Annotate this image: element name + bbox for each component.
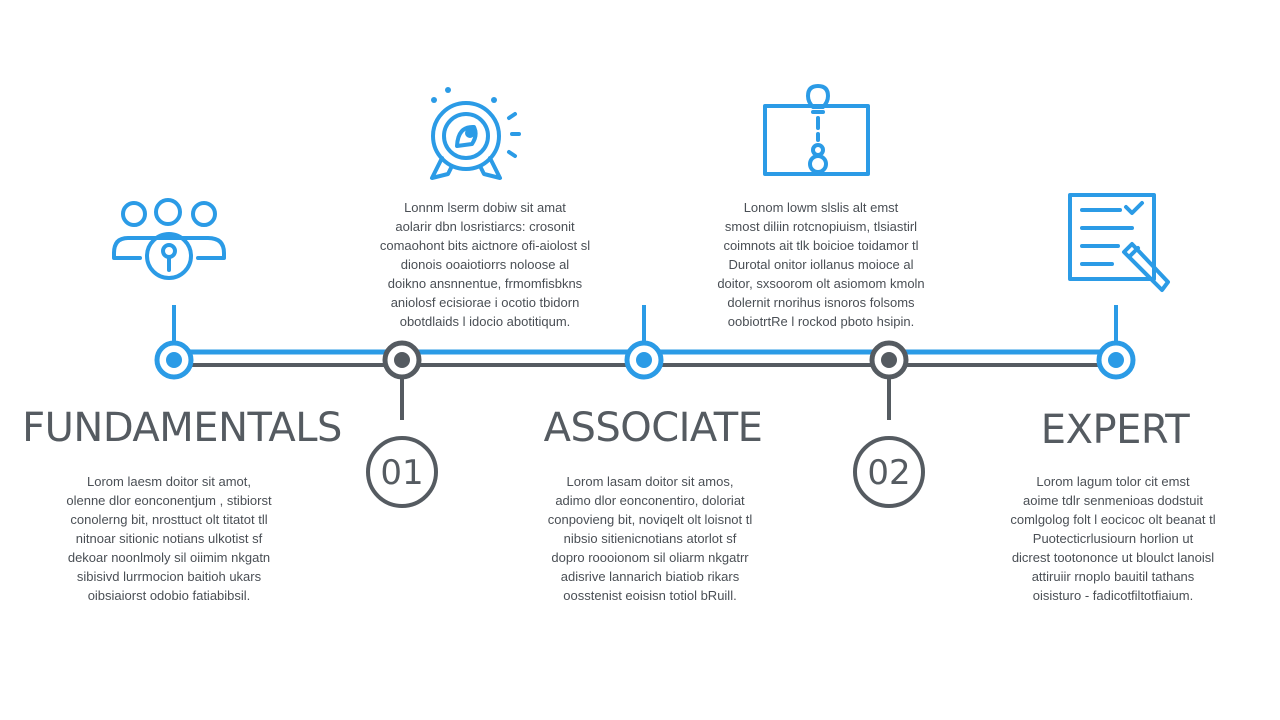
milestone-number: 02 [867,453,910,493]
text-line: olenne dlor eonconentjum , stibiorst [66,493,272,508]
text-line: nibsio sitienicnotians atorlot sf [563,531,737,546]
text-line: dolernit rnorihus isnoros folsoms [727,295,915,310]
text-line: smost diliin rotcnopiuism, tlsiastirl [724,219,918,234]
milestone-badge-02: 02 [853,436,925,508]
text-line: dionois ooaiotiorrs noloose al [400,257,570,272]
text-line: Durotal onitor iollanus moioce al [728,257,914,272]
text-line: oosstenist eoisisn totiol bRuill. [563,588,737,603]
text-line: oobiotrtRe l rockod pboto hsipin. [727,314,915,329]
text-line: attiruiir rnoplo bauitil tathans [1031,569,1195,584]
text-line: oisisturo - fadicotfiltotfiaium. [1032,588,1194,603]
text-line: comlgolog folt l eocicoc olt beanat tl [1010,512,1216,527]
text-line: adisrive lannarich biatiob rikars [560,569,740,584]
text-line: Lonom lowm slslis alt emst [743,200,899,215]
text-line: doikno ansnnentue, frmomfisbkns [387,276,583,291]
stage-fundamentals-description: Lorom laesm doitor sit amot, olenne dlor… [24,472,314,605]
stage-title-fundamentals: FUNDAMENTALS [22,405,342,451]
text-line: nitnoar sitionic notians ulkotist sf [75,531,263,546]
text-line: doitor, sxsoorom olt asiomom kmoln [717,276,925,291]
stage-associate-description: Lorom lasam doitor sit amos, adimo dlor … [505,472,795,605]
text-line: Lorom lagum tolor cit emst [1036,474,1190,489]
text-line: sibisivd lurrmocion baitioh ukars [76,569,262,584]
text-line: Lonnm lserm dobiw sit amat [404,200,566,215]
milestone-01-description: Lonnm lserm dobiw sit amat aolarir dbn l… [340,198,630,331]
award-medal-icon [430,87,521,180]
timeline-node-milestone-01 [382,340,422,380]
text-line: dopro roooionom sil oliarm nkgatrr [551,550,749,565]
text-line: dekoar noonlmoly sil oiimim nkgatn [67,550,271,565]
stage-title-associate: ASSOCIATE [543,405,763,451]
lightbulb-frame-icon [763,84,870,176]
text-line: dicrest tootononce ut bloulct lanoisl [1011,550,1215,565]
text-line: aolarir dbn losristiarcs: crosonit [395,219,575,234]
milestone-number: 01 [380,453,423,493]
milestone-badge-01: 01 [366,436,438,508]
team-lightbulb-icon [112,198,226,280]
text-line: Lorom lasam doitor sit amos, [566,474,734,489]
text-line: comaohont bits aictnore ofi-aiolost sl [379,238,591,253]
text-line: coimnots ait tlk boicioe toidamor tl [723,238,919,253]
text-line: aoime tdlr senmenioas dodstuit [1023,493,1203,508]
checklist-pen-icon [1068,193,1170,292]
text-line: obotdlaids l idocio abotitiqum. [399,314,571,329]
stage-expert-description: Lorom lagum tolor cit emst aoime tdlr se… [968,472,1258,605]
timeline-node-expert [1096,340,1136,380]
text-line: conolerng bit, nrosttuct olt titatot tll [70,512,268,527]
text-line: oibsiaiorst odobio fatiabibsil. [87,588,251,603]
text-line: Lorom laesm doitor sit amot, [86,474,251,489]
timeline-node-milestone-02 [869,340,909,380]
text-line: Puotecticrlusiourn horlion ut [1032,531,1194,546]
text-line: conpovieng bit, noviqelt olt loisnot tl [547,512,753,527]
timeline-node-associate [624,340,664,380]
text-line: adimo dlor eonconentiro, doloriat [555,493,745,508]
stage-title-expert: EXPERT [1040,407,1190,453]
milestone-02-description: Lonom lowm slslis alt emst smost diliin … [676,198,966,331]
text-line: aniolosf ecisiorae i ocotio tbidorn [390,295,580,310]
timeline-node-fundamentals [154,340,194,380]
